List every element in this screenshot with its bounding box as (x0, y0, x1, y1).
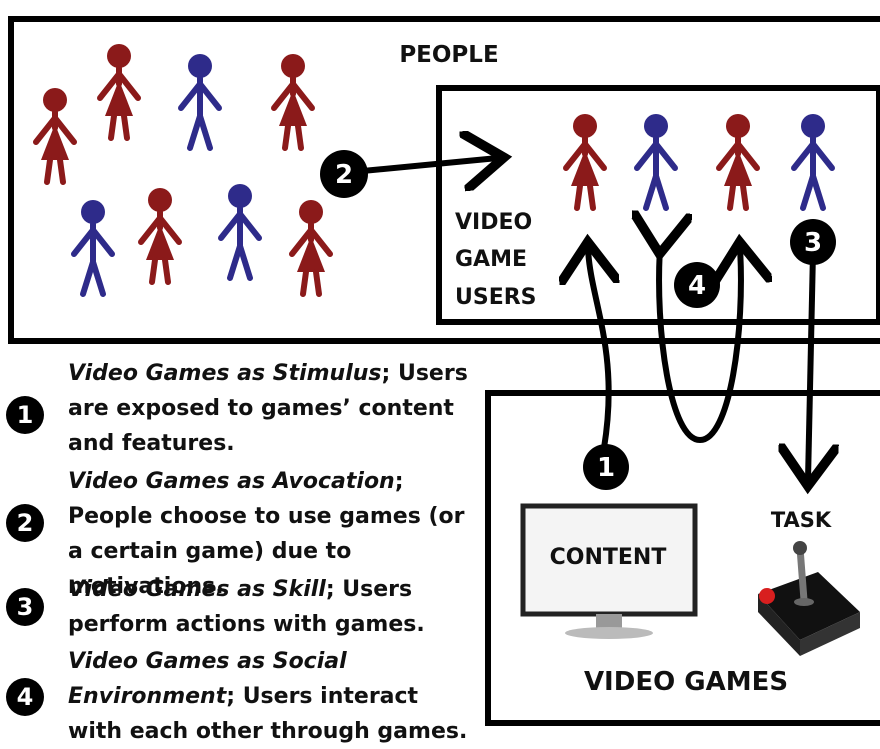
legend-badge-2: 2 (6, 504, 44, 542)
legend-badge-3: 3 (6, 588, 44, 626)
users-label-line1: VIDEO (455, 210, 532, 235)
person-figure-male (221, 184, 259, 278)
task-label: TASK (771, 508, 832, 532)
marker-4-text: 4 (688, 271, 706, 301)
people-group (36, 44, 330, 294)
content-label: CONTENT (550, 545, 667, 570)
person-figure-female (274, 54, 312, 148)
marker-3: 3 (790, 219, 836, 265)
marker-1-text: 1 (597, 453, 615, 483)
arrow-content-to-user (588, 248, 609, 449)
legend-desc-3: ; Users perform actions with games. (68, 577, 425, 637)
person-figure-female (36, 88, 74, 182)
legend-desc-2: ; People choose to use games (or a certa… (68, 469, 465, 599)
legend-title-2: Video Games as Avocation (68, 469, 395, 494)
legend-text-4: Video Games as Social Environment; Users… (68, 644, 478, 749)
monitor-icon (520, 503, 698, 639)
legend-title-3: Video Games as Skill (68, 577, 326, 602)
person-figure-female (100, 44, 138, 138)
person-figure-female (292, 200, 330, 294)
legend-text-2: Video Games as Avocation; People choose … (68, 464, 478, 604)
person-figure-female (141, 188, 179, 282)
users-label-line3: USERS (455, 285, 537, 310)
marker-2: 2 (320, 150, 368, 198)
legend-title-4: Video Games as Social Environment (68, 649, 347, 709)
legend-text-3: Video Games as Skill; Users perform acti… (68, 572, 478, 642)
legend-badge-4: 4 (6, 678, 44, 716)
people-label: PEOPLE (399, 42, 498, 68)
video-games-label: VIDEO GAMES (584, 667, 788, 697)
users-label-line2: GAME (455, 247, 527, 272)
legend-text-1: Video Games as Stimulus; Users are expos… (68, 356, 478, 461)
marker-4: 4 (674, 262, 720, 308)
person-figure-male (181, 54, 219, 148)
arrow-user-to-user (659, 248, 741, 444)
people-box (8, 16, 880, 344)
legend-title-1: Video Games as Stimulus (68, 361, 382, 386)
marker-2-text: 2 (335, 160, 353, 190)
marker-1: 1 (583, 444, 629, 490)
legend-badge-1: 1 (6, 396, 44, 434)
joystick-icon (758, 541, 860, 656)
diagram-canvas: PEOPLE VIDEO GAME USERS CONTENT (8, 16, 880, 726)
person-figure-male (74, 200, 112, 294)
legend-desc-1: ; Users are exposed to games’ content an… (68, 361, 468, 456)
marker-3-text: 3 (804, 228, 822, 258)
arrow-people-to-users (351, 158, 498, 172)
arrow-user-to-task (808, 251, 813, 480)
